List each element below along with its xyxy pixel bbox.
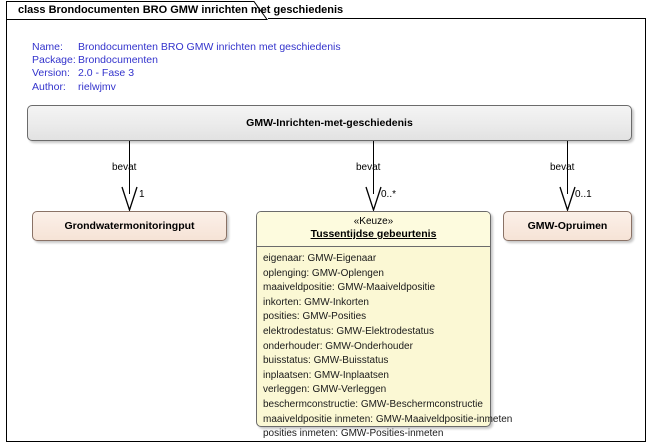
class-attribute: inkorten: GMW-Inkorten (263, 296, 369, 308)
class-title: Grondwatermonitoringput (64, 220, 195, 232)
metadata-row-author: Author: rielwjmv (32, 81, 341, 94)
class-attribute: maaiveldpositie inmeten: GMW-Maaiveldpos… (263, 413, 513, 425)
diagram-frame-tab: class Brondocumenten BRO GMW inrichten m… (6, 1, 343, 20)
association-label: bevat (112, 162, 137, 173)
association-line (567, 141, 568, 194)
association-label: bevat (356, 162, 381, 173)
association-label: bevat (550, 162, 575, 173)
class-attribute: posities: GMW-Posities (263, 311, 367, 323)
class-tussentijdse-gebeurtenis[interactable]: «Keuze» Tussentijdse gebeurtenis eigenaa… (256, 211, 512, 439)
class-attribute: inplaatsen: GMW-Inplaatsen (263, 369, 389, 381)
metadata-key-name: Name: (32, 41, 63, 53)
class-attribute: oplenging: GMW-Oplengen (263, 267, 384, 279)
association-line (129, 141, 130, 194)
metadata-key-version: Version: (32, 67, 70, 80)
frame-tab-shape (6, 1, 268, 20)
open-arrowhead-icon (365, 186, 382, 212)
association-multiplicity: 0..* (381, 189, 397, 200)
class-attribute: maaiveldpositie: GMW-Maaiveldpositie (263, 282, 436, 294)
metadata-value-version: 2.0 - Fase 3 (78, 67, 135, 80)
metadata-value-package: Brondocumenten (78, 54, 158, 67)
class-title: GMW-Inrichten-met-geschiedenis (246, 117, 413, 129)
class-attribute: beschermconstructie: GMW-Beschermconstru… (263, 398, 483, 410)
class-stereotype: «Keuze» (353, 216, 394, 227)
diagram-title: class Brondocumenten BRO GMW inrichten m… (18, 4, 344, 16)
class-title: GMW-Opruimen (527, 220, 608, 232)
class-attribute: eigenaar: GMW-Eigenaar (263, 253, 377, 264)
association-multiplicity: 1 (139, 189, 145, 200)
class-attribute: posities inmeten: GMW-Posities-inmeten (263, 428, 444, 440)
metadata-row-version: Version: 2.0 - Fase 3 (32, 67, 341, 80)
diagram-metadata: Name: Brondocumenten BRO GMW inrichten m… (32, 41, 341, 94)
open-arrowhead-icon (121, 186, 138, 212)
class-title: Tussentijdse gebeurtenis (310, 228, 437, 240)
class-attribute: verleggen: GMW-Verleggen (263, 384, 387, 396)
class-gmw-inrichten-met-geschiedenis[interactable]: GMW-Inrichten-met-geschiedenis (27, 105, 632, 141)
association-multiplicity: 0..1 (575, 189, 592, 200)
class-header: «Keuze» Tussentijdse gebeurtenis (257, 212, 490, 247)
class-grondwatermonitoringput[interactable]: Grondwatermonitoringput (32, 211, 227, 241)
metadata-key-author: Author: (32, 80, 66, 93)
metadata-key-package: Package: (32, 54, 76, 67)
class-attribute: buisstatus: GMW-Buisstatus (263, 355, 389, 367)
metadata-row-package: Package: Brondocumenten (32, 54, 341, 67)
metadata-value-name: Brondocumenten BRO GMW inrichten met ges… (78, 41, 341, 53)
metadata-row-name: Name: Brondocumenten BRO GMW inrichten m… (32, 41, 341, 54)
class-attribute: onderhouder: GMW-Onderhouder (263, 340, 413, 352)
open-arrowhead-icon (559, 186, 576, 212)
class-gmw-opruimen[interactable]: GMW-Opruimen (503, 211, 632, 241)
class-attribute: elektrodestatus: GMW-Elektrodestatus (263, 325, 434, 337)
association-line (373, 141, 374, 194)
class-attribute-list: eigenaar: GMW-Eigenaar oplenging: GMW-Op… (257, 247, 513, 446)
metadata-value-author: rielwjmv (78, 80, 116, 93)
